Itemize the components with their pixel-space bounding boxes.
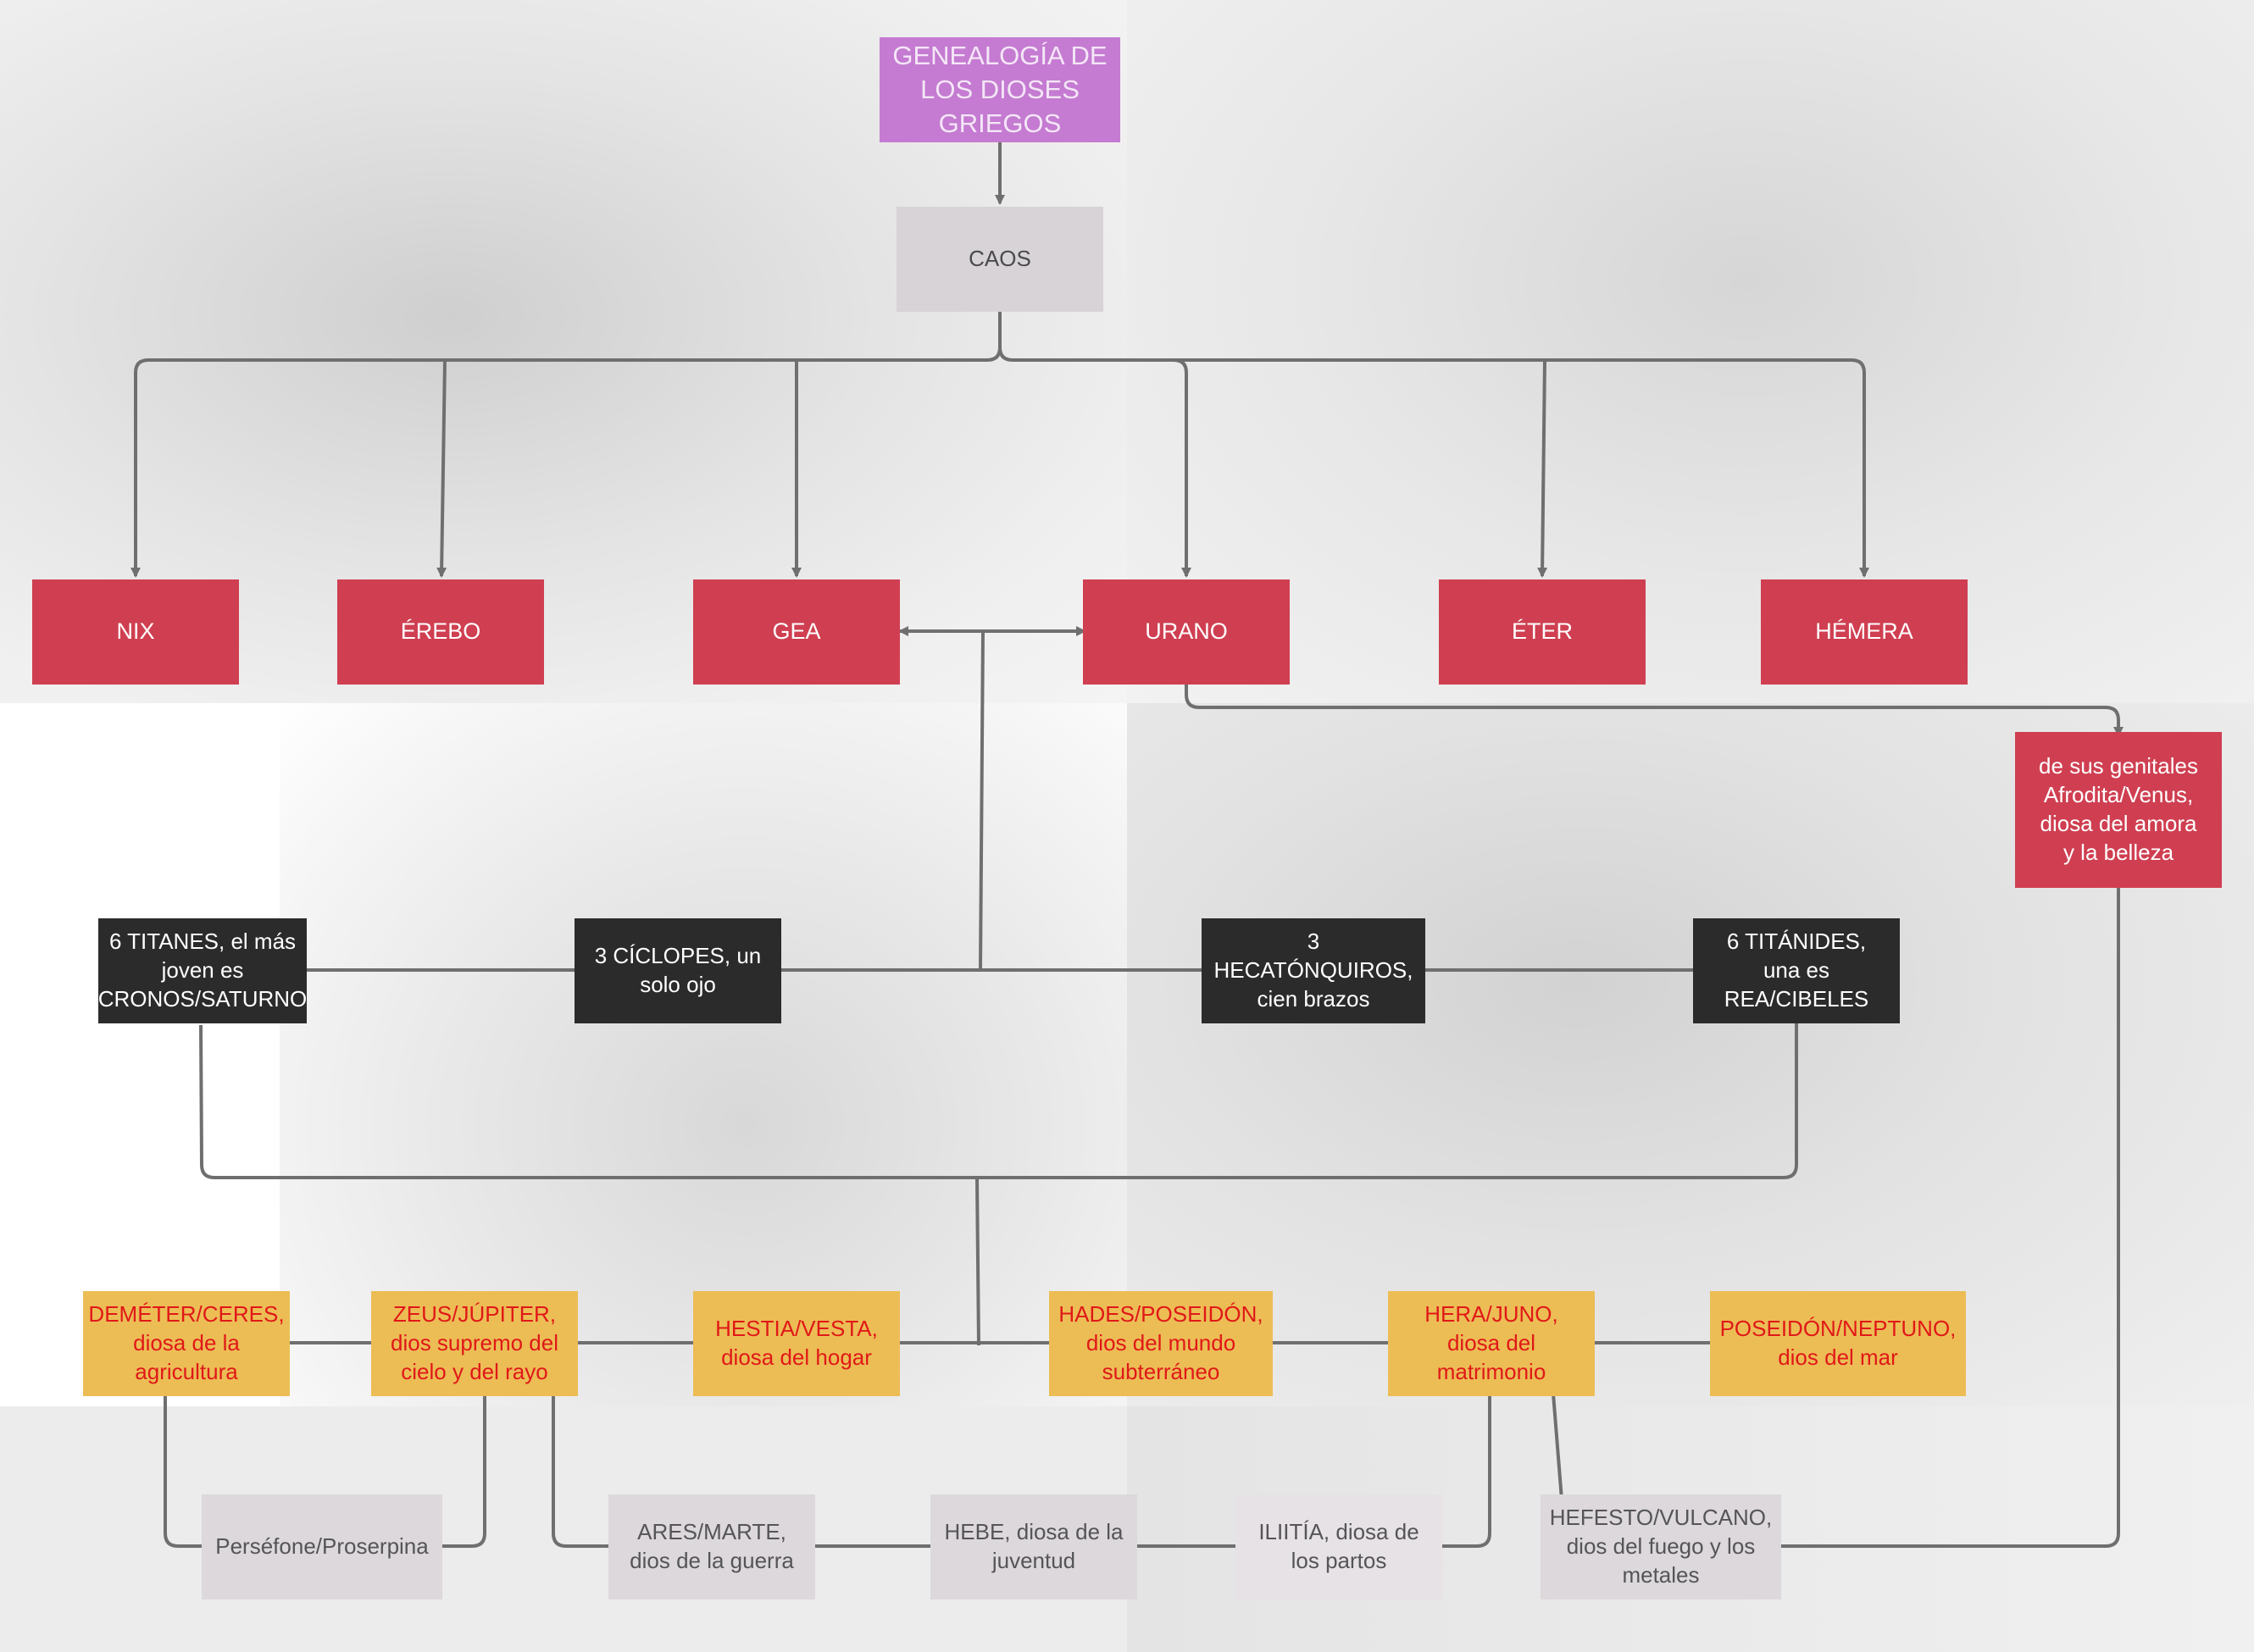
node-poseidon: POSEIDÓN/NEPTUNO, dios del mar (1710, 1291, 1966, 1396)
node-eter: ÉTER (1439, 579, 1646, 685)
node-hefesto: HEFESTO/VULCANO, dios del fuego y los me… (1541, 1494, 1781, 1599)
background-photo-mid-left (280, 703, 1127, 1406)
node-hestia: HESTIA/VESTA, diosa del hogar (693, 1291, 900, 1396)
connector-caos-eter (1537, 359, 1548, 578)
connector-caos-stem (130, 312, 1002, 578)
connector-zeus-persefone (441, 1394, 486, 1548)
connector-titanes-titanides (199, 1023, 1798, 1179)
node-persefone: Perséfone/Proserpina (202, 1494, 442, 1599)
node-hebe: HEBE, diosa de la juventud (930, 1494, 1137, 1599)
node-titanides: 6 TITÁNIDES, una es REA/CIBELES (1693, 918, 1900, 1023)
diagram-title: GENEALOGÍA DE LOS DIOSES GRIEGOS (880, 37, 1120, 142)
node-ilitia: ILIITÍA, diosa de los partos (1235, 1494, 1442, 1599)
node-hemera: HÉMERA (1761, 579, 1968, 685)
node-ciclopes: 3 CÍCLOPES, un solo ojo (575, 918, 781, 1023)
connector-union-olympians (975, 1177, 980, 1346)
node-nix: NIX (32, 579, 239, 685)
connector-union-stem (979, 630, 985, 971)
connector-caos-erebo (436, 359, 447, 578)
connector-urano-afrodita (1185, 685, 2124, 737)
node-titanes: 6 TITANES, el más joven es CRONOS/SATURN… (98, 918, 307, 1023)
connector-zeus-children (552, 1394, 610, 1548)
connector-demeter-persefone (164, 1394, 203, 1548)
node-gea: GEA (693, 579, 900, 685)
background-photo-top-right (1127, 0, 2254, 703)
node-erebo: ÉREBO (337, 579, 544, 685)
connector-afrodita-hefesto (1779, 888, 2120, 1548)
node-zeus: ZEUS/JÚPITER, dios supremo del cielo y d… (371, 1291, 578, 1396)
connector-caos-urano-line (998, 346, 1869, 578)
connector-hera-hefesto (1552, 1393, 1563, 1500)
node-hades: HADES/POSEIDÓN, dios del mundo subterrán… (1049, 1291, 1273, 1396)
connector-caos-urano (1173, 358, 1191, 578)
node-demeter: DEMÉTER/CERES, diosa de la agricultura (83, 1291, 290, 1396)
node-caos: CAOS (897, 207, 1103, 312)
node-hera: HERA/JUNO, diosa del matrimonio (1388, 1291, 1595, 1396)
node-hecatonquiros: 3 HECATÓNQUIROS, cien brazos (1202, 918, 1425, 1023)
node-afrodita: de sus genitales Afrodita/Venus, diosa d… (2015, 732, 2222, 888)
node-urano: URANO (1083, 579, 1290, 685)
connector-hera-ilitia (1442, 1394, 1491, 1548)
node-ares: ARES/MARTE, dios de la guerra (608, 1494, 815, 1599)
